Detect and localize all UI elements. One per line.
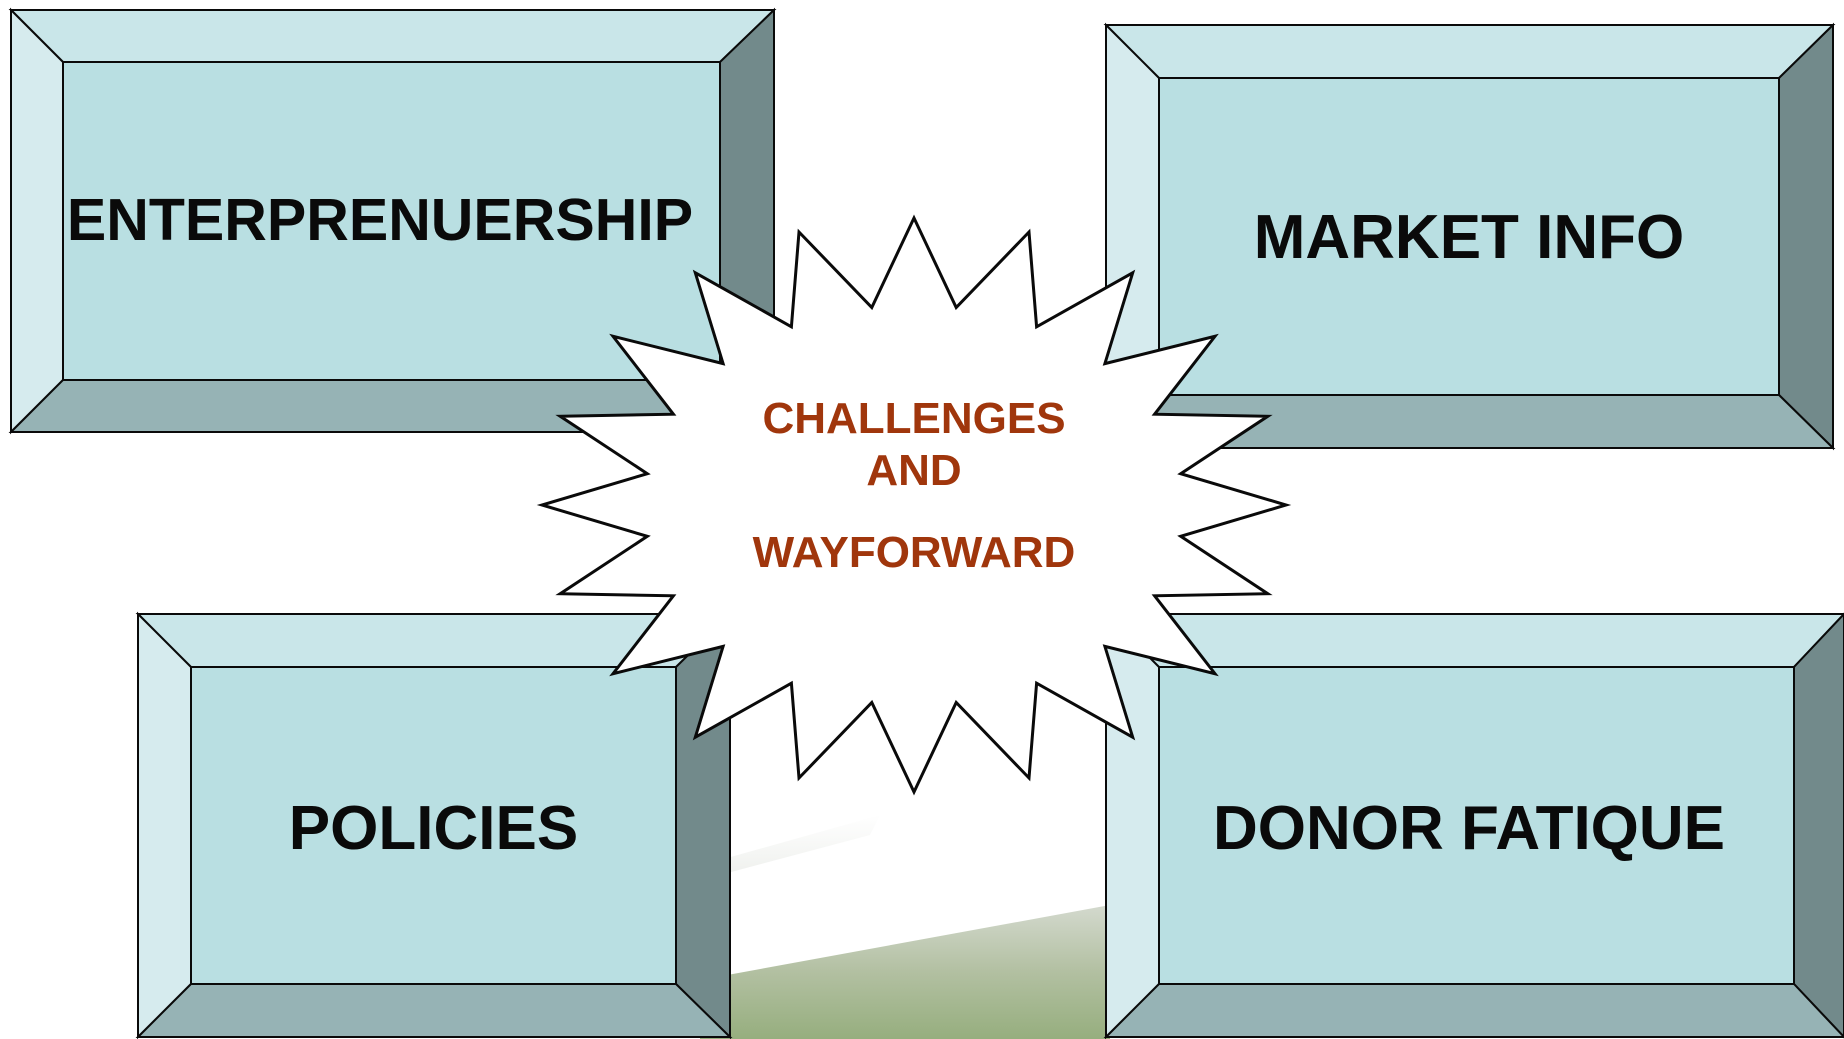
burst-text-and: AND: [866, 446, 962, 495]
market-info-label: MARKET INFO: [1253, 202, 1685, 272]
enterprenuership-label: ENTERPRENUERSHIP: [66, 187, 694, 253]
policies-label: POLICIES: [288, 793, 579, 863]
burst-text-challenges: CHALLENGES: [762, 394, 1066, 443]
burst-text-wayforward: WAYFORWARD: [752, 528, 1076, 577]
donor-fatique-label: DONOR FATIQUE: [1212, 793, 1726, 863]
